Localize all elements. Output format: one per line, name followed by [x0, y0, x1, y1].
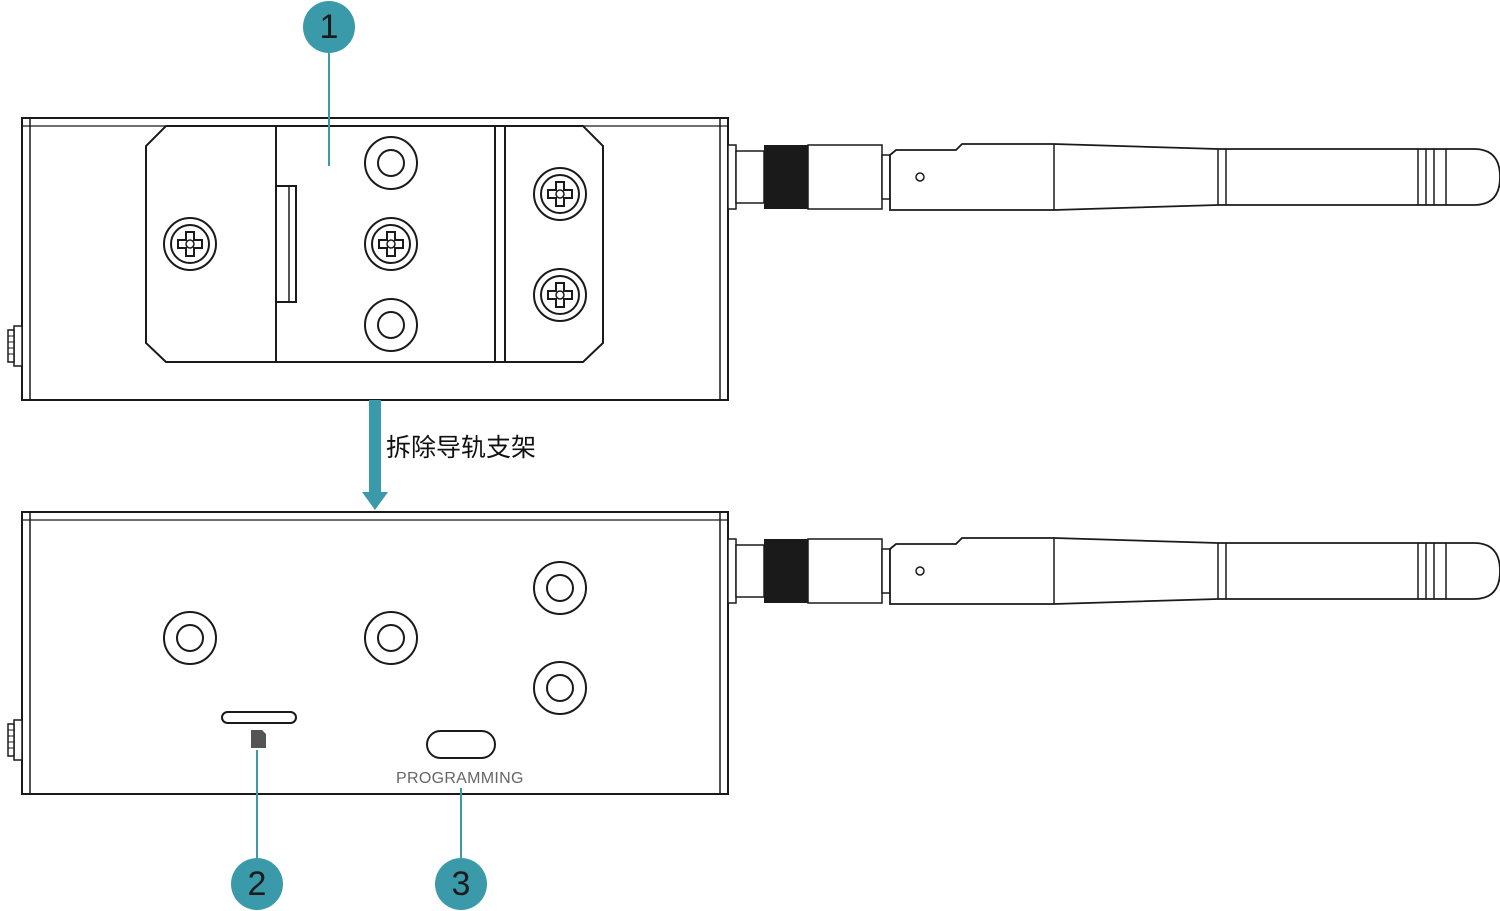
sd-card-slot: [221, 711, 297, 724]
screw-icon: [533, 268, 587, 322]
antenna-icon: [727, 143, 1500, 211]
callout-3: 3: [435, 858, 487, 910]
removal-arrow: [362, 400, 388, 510]
screw-icon: [163, 217, 217, 271]
screw-icon: [364, 217, 418, 271]
programming-label: PROGRAMMING: [396, 770, 524, 787]
screw-icon: [533, 167, 587, 221]
callout-2: 2: [231, 858, 283, 910]
antenna-icon: [727, 537, 1500, 605]
programming-port: [426, 730, 496, 759]
bottom-device: [7, 511, 1500, 795]
sd-card-icon: [251, 730, 266, 748]
callout-1: 1: [303, 1, 355, 53]
top-device: [7, 117, 1500, 401]
remove-bracket-label: 拆除导轨支架: [386, 433, 537, 462]
